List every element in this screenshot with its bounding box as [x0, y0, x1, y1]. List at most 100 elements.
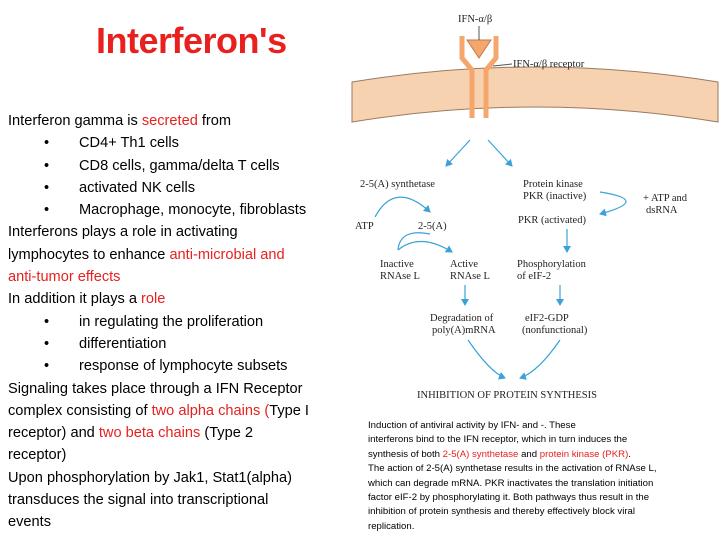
- bullet-icon: •: [44, 157, 50, 174]
- bullet-item: • CD8 cells, gamma/delta T cells: [8, 155, 353, 177]
- caption-line: factor eIF-2 by phosphorylating it. Both…: [368, 492, 650, 504]
- inactive-rnase-label-2: RNAse L: [380, 271, 420, 282]
- caption-line: synthesis of both 2-5(A) synthetase and …: [368, 448, 708, 462]
- text-line: Interferons plays a role in activating: [8, 221, 353, 243]
- inhibition-label: INHIBITION OF PROTEIN SYNTHESIS: [417, 390, 597, 401]
- active-rnase-label: Active: [450, 259, 478, 270]
- text-line: transduces the signal into transcription…: [8, 489, 353, 511]
- caption-line: Induction of antiviral activity by IFN- …: [368, 420, 576, 431]
- text-span: receptor) and: [8, 425, 99, 442]
- bullet-text: response of lymphocyte subsets: [79, 358, 288, 375]
- text-span: complex consisting of: [8, 402, 152, 419]
- bullet-item: • Macrophage, monocyte, fibroblasts: [8, 199, 353, 221]
- text-span: synthesis of both: [368, 448, 443, 460]
- protein-kinase-label: Protein kinase: [523, 179, 583, 190]
- arrow: [397, 232, 431, 251]
- bullet-icon: •: [44, 335, 50, 352]
- arrow: [467, 339, 506, 380]
- bullet-item: • activated NK cells: [8, 177, 353, 199]
- arrow: [519, 339, 561, 380]
- bullet-item: • in regulating the proliferation: [8, 311, 353, 333]
- bullet-item: • response of lymphocyte subsets: [8, 355, 353, 377]
- bullet-icon: •: [44, 179, 50, 196]
- figure-caption: Induction of antiviral activity by IFN- …: [368, 419, 708, 534]
- caption-line: The action of 2-5(A) synthetase results …: [368, 463, 657, 475]
- bullet-text: CD4+ Th1 cells: [79, 135, 179, 152]
- text-span: transduces the signal into transcription…: [8, 492, 269, 509]
- highlight-text: anti-tumor effects: [8, 269, 121, 286]
- degradation-label: Degradation of: [430, 313, 494, 324]
- caption-line: replication.: [368, 520, 415, 532]
- arrow: [599, 191, 627, 217]
- bullet-icon: •: [44, 358, 50, 375]
- text-span: In addition it plays a: [8, 291, 142, 308]
- text-span: lymphocytes to enhance: [8, 246, 170, 263]
- text-span: (Type 2: [200, 425, 254, 442]
- caption-line: interferons bind to the IFN receptor, wh…: [368, 434, 628, 446]
- degradation-label-2: poly(A)mRNA: [432, 325, 496, 336]
- arrow: [374, 196, 431, 218]
- highlight-text: two beta chains: [98, 425, 201, 442]
- arrow: [445, 139, 471, 167]
- arrow: [487, 139, 513, 167]
- bullet-text: in regulating the proliferation: [79, 313, 264, 330]
- text-span: Type I: [269, 402, 309, 419]
- pkr-inactive-label: PKR (inactive): [523, 191, 587, 202]
- highlight-text: secreted: [141, 113, 198, 129]
- bullet-item: •CD4+ Th1 cells: [8, 132, 353, 154]
- receptor-label: IFN-α/β receptor: [513, 59, 585, 70]
- receptor-icon: [459, 36, 499, 118]
- caption-line: which can degrade mRNA. PKR inactivates …: [368, 477, 654, 489]
- text-line: lymphocytes to enhance anti-microbial an…: [8, 244, 353, 266]
- synthetase-label: 2-5(A) synthetase: [360, 179, 435, 190]
- body-text: Interferon gamma is secreted from •CD4+ …: [8, 110, 353, 534]
- bullet-text: CD8 cells, gamma/delta T cells: [79, 157, 280, 174]
- text-span: Interferons plays a role in activating: [8, 224, 238, 241]
- highlight-text: role: [141, 291, 166, 308]
- text-span: and: [518, 448, 540, 460]
- text-span: receptor): [8, 447, 67, 464]
- ligand-label: IFN-α/β: [458, 14, 492, 25]
- text-span: events: [8, 514, 51, 531]
- phosphorylation-label-2: of eIF-2: [517, 271, 551, 282]
- bullet-icon: •: [44, 313, 50, 330]
- atp-dsrna-label: + ATP and: [643, 193, 688, 204]
- text-line: events: [8, 511, 353, 533]
- atp-label: ATP: [355, 221, 374, 232]
- eif2-label-2: (nonfunctional): [522, 325, 588, 336]
- text-span: from: [197, 113, 232, 129]
- bullet-icon: •: [44, 202, 50, 219]
- arrow: [397, 240, 453, 253]
- cell-membrane: [351, 66, 719, 123]
- text-span: .: [628, 448, 631, 460]
- text-line: Upon phosphorylation by Jak1, Stat1(alph…: [8, 467, 353, 489]
- active-rnase-label-2: RNAse L: [450, 271, 490, 282]
- bullet-text: differentiation: [79, 335, 167, 352]
- text-span: Signaling takes place through a IFN Rece…: [8, 380, 303, 397]
- bullet-text: activated NK cells: [79, 179, 195, 196]
- highlight-text: protein kinase (PKR): [539, 448, 629, 460]
- ifn-ligand-icon: [466, 39, 492, 59]
- highlight-text: 2-5(A) synthetase: [442, 448, 519, 460]
- text-line: receptor) and two beta chains (Type 2: [8, 422, 353, 444]
- text-line: receptor): [8, 444, 353, 466]
- bullet-text: Macrophage, monocyte, fibroblasts: [79, 202, 307, 219]
- eif2-label: eIF2-GDP: [525, 313, 569, 324]
- text-span: Upon phosphorylation by Jak1, Stat1(alph…: [8, 469, 292, 486]
- receptor-pointer: [492, 63, 513, 67]
- text-line: anti-tumor effects: [8, 266, 353, 288]
- pkr-activated-label: PKR (activated): [518, 215, 586, 226]
- text-line: complex consisting of two alpha chains (…: [8, 400, 353, 422]
- text-line: Interferon gamma is secreted from: [8, 110, 353, 132]
- highlight-text: anti-microbial and: [169, 246, 285, 263]
- text-line: Signaling takes place through a IFN Rece…: [8, 378, 353, 400]
- slide-title: Interferon's: [96, 20, 287, 61]
- caption-line: inhibition of protein synthesis and ther…: [368, 506, 635, 518]
- two-five-a-label: 2-5(A): [418, 221, 447, 232]
- highlight-text: two alpha chains (: [151, 402, 270, 419]
- phosphorylation-label: Phosphorylation: [517, 259, 587, 270]
- atp-dsrna-label-2: dsRNA: [646, 205, 678, 216]
- text-line: In addition it plays a role: [8, 288, 353, 310]
- inactive-rnase-label: Inactive: [380, 259, 414, 270]
